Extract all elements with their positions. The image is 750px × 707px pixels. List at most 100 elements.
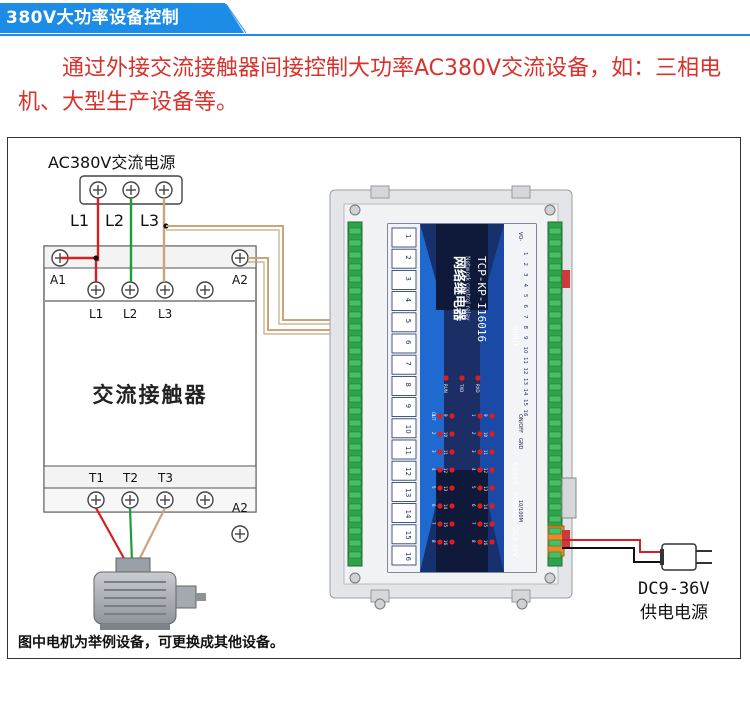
terminal-tooth	[348, 467, 362, 475]
contactor-load-label-t2: T2	[122, 471, 138, 485]
output-channel-box	[391, 439, 417, 460]
output-channel-box	[391, 248, 417, 269]
device-input-label: INPUT	[511, 326, 519, 348]
channel-led	[477, 467, 483, 473]
terminal-tooth	[348, 443, 362, 451]
device-output-label: OUT	[431, 412, 436, 421]
output-channel-number: 3	[404, 276, 412, 280]
channel-led-number: 10	[483, 432, 488, 438]
channel-led	[477, 521, 483, 527]
terminal-tooth	[548, 443, 562, 451]
terminal-tooth	[348, 503, 362, 511]
terminal-tooth	[348, 359, 362, 367]
motor-icon	[93, 557, 206, 630]
terminal-tooth	[348, 551, 362, 559]
channel-led	[449, 449, 455, 455]
status-leds	[443, 375, 481, 381]
terminal-tooth	[348, 299, 362, 307]
device-eth-speed: 10/100M	[517, 500, 523, 522]
terminal-tooth	[548, 263, 562, 271]
footnote: 图中电机为举例设备，可更换成其他设备。	[18, 635, 284, 651]
terminal-tooth	[348, 251, 362, 259]
output-channel-box	[391, 227, 417, 248]
input-channel-number: 14	[522, 389, 528, 396]
channel-led	[437, 503, 443, 509]
terminal-tooth	[348, 371, 362, 379]
channel-led-number: 5	[471, 486, 476, 489]
terminal-tooth	[348, 395, 362, 403]
channel-led	[477, 539, 483, 545]
channel-led	[437, 485, 443, 491]
terminal-tooth	[348, 539, 362, 547]
channel-led	[437, 539, 443, 545]
device-onoff-label: ON/OFF	[517, 414, 523, 433]
terminal-tooth	[548, 251, 562, 259]
channel-led-number: 13	[483, 486, 488, 492]
led-run-label: RUN	[443, 384, 448, 393]
wire-a2-to-relay-2	[248, 261, 355, 335]
device-rs485-label: RS485	[511, 462, 519, 485]
terminal-tooth	[548, 455, 562, 463]
channel-led	[437, 521, 443, 527]
channel-led-number: 11	[483, 450, 488, 456]
channel-led-number: 1	[431, 414, 436, 417]
output-channel-box	[391, 481, 417, 502]
input-channel-number: 8	[522, 326, 528, 330]
terminal-tooth	[548, 227, 562, 235]
device-ethernet-label: Ethernet	[511, 492, 519, 522]
output-channel-number: 15	[404, 531, 412, 540]
channel-led	[477, 503, 483, 509]
terminal-tooth	[348, 287, 362, 295]
output-channel-number: 13	[404, 488, 412, 497]
terminal-tooth	[548, 311, 562, 319]
channel-led	[437, 449, 443, 455]
channel-led-number: 5	[431, 486, 436, 489]
channel-led	[489, 503, 495, 509]
input-channel-number: 12	[522, 368, 528, 375]
output-channel-number: 12	[404, 467, 412, 476]
channel-led-number: 15	[443, 522, 448, 528]
terminal-tooth	[348, 419, 362, 427]
terminal-tooth	[548, 371, 562, 379]
input-channel-number: 9	[522, 336, 528, 340]
channel-led	[449, 503, 455, 509]
output-channel-number: 10	[404, 425, 412, 434]
channel-led-number: 2	[431, 432, 436, 435]
channel-led	[437, 431, 443, 437]
contactor-name: 交流接触器	[93, 383, 208, 407]
output-channel-box	[391, 291, 417, 312]
output-channel-number: 4	[404, 298, 412, 303]
contactor-line-label-l1: L1	[89, 307, 103, 321]
channel-led-number: 8	[431, 540, 436, 543]
channel-led-number: 1	[471, 414, 476, 417]
channel-led-number: 14	[483, 504, 488, 510]
terminal-tooth	[548, 239, 562, 247]
terminal-tooth	[348, 323, 362, 331]
terminal-tooth	[548, 383, 562, 391]
channel-led-number: 13	[443, 486, 448, 492]
terminal-tooth	[348, 479, 362, 487]
channel-led-number: 16	[443, 540, 448, 546]
output-channel-box	[391, 397, 417, 418]
dc-power-label-1: DC9-36V	[638, 579, 710, 599]
contactor-label-a2-bottom: A2	[232, 501, 248, 515]
input-channel-number: 5	[522, 294, 528, 298]
output-channel-number: 16	[404, 552, 412, 561]
terminal-tooth	[548, 299, 562, 307]
channel-led-grid: 1234567891011121314151612345678910111213…	[431, 413, 495, 546]
channel-led-number: 4	[471, 468, 476, 471]
input-channel-number: 7	[522, 315, 528, 319]
input-channel-number: 1	[522, 252, 528, 256]
channel-led-number: 11	[443, 450, 448, 456]
terminal-tooth	[548, 407, 562, 415]
terminal-tooth	[548, 287, 562, 295]
output-channel-number: 5	[404, 319, 412, 323]
device-dc-label: DC9-36V	[511, 526, 519, 557]
terminal-tooth	[548, 467, 562, 475]
channel-led	[477, 485, 483, 491]
power-source-label: AC380V交流电源	[48, 153, 175, 172]
output-channel-box	[391, 312, 417, 333]
contactor-label-a1-top: A1	[50, 273, 66, 287]
wire-l3-to-relay	[166, 225, 355, 321]
